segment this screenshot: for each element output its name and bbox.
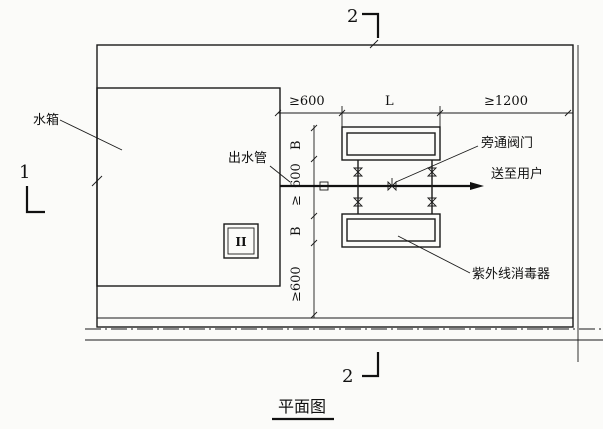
section-mark-left-number: 1 [19,162,30,183]
uv-sterilizer-top-inner [346,132,436,156]
outlet-pipe-leader [269,165,291,183]
water-tank-label: 水箱 [33,112,59,128]
valve-left-top [352,167,364,177]
to-user-label: 送至用户 [491,166,543,182]
flow-arrow [470,182,484,190]
uv-sterilizer-top-outer [341,126,441,161]
uv-sterilizer-bottom-outer [341,213,441,248]
valve-right-bottom [426,197,438,207]
section-mark-bottom-arrow [362,352,380,378]
manhole-inner [227,227,255,255]
vdim-tick-1 [310,124,318,132]
dim-tick-4 [564,109,572,117]
valve-right-top [426,167,438,177]
pipe-flange [319,181,329,191]
bypass-valve-label: 旁通阀门 [481,135,533,151]
uv-sterilizer-bottom-inner [346,218,436,242]
bypass-valve-leader [395,145,479,183]
uv-sterilizer-leader [397,235,471,274]
dim-b-bottom: B [289,226,304,236]
dim-tick-1 [274,109,282,117]
water-tank-leader [59,119,123,151]
section-mark-top-number: 2 [347,6,358,27]
dim-right-clearance: ≥1200 [484,94,528,109]
manhole-outer [223,223,259,259]
vdim-tick-5 [310,311,318,319]
section-mark-top-arrow [362,12,380,38]
valve-left-bottom [352,197,364,207]
dim-mid-600: 600 [289,163,304,188]
section-mark-left-tick [91,175,103,187]
dim-b-top: B [289,140,304,150]
dim-left-clearance: ≥600 [289,94,325,109]
plan-view-title: 平面图 [278,397,326,416]
dim-mid-ge: ≥ [289,195,304,206]
dim-bottom-600: ≥600 [289,266,304,302]
vdim-tick-4 [310,239,318,247]
section-mark-top-tick [369,39,379,49]
water-tank [96,87,281,287]
section-mark-left-arrow [25,186,45,214]
dim-length: L [385,94,394,109]
vdim-tick-3 [310,212,318,220]
outlet-pipe-label: 出水管 [228,151,267,166]
manhole-symbol: II [235,235,247,249]
vdim-tick-2 [310,155,318,163]
section-mark-bottom-number: 2 [342,366,353,387]
uv-sterilizer-label: 紫外线消毒器 [472,267,550,282]
